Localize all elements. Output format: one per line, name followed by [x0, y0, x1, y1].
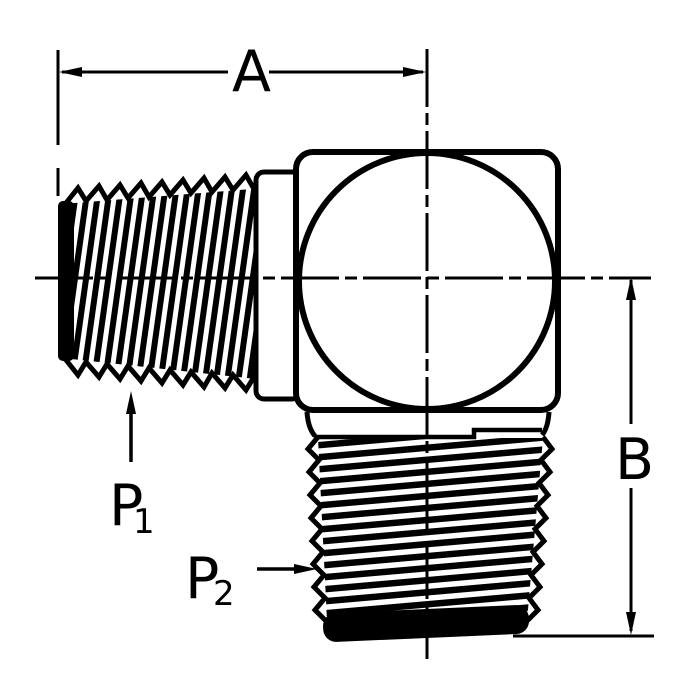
left-threaded-port: [58, 169, 303, 402]
dim-a-arrow-left-icon: [59, 67, 82, 77]
port2-label: P 2: [185, 546, 235, 614]
dim-a-label: A: [232, 39, 271, 105]
dimension-b: B: [513, 277, 654, 638]
left-port-thread-hatch: [62, 188, 265, 380]
bottom-port-left-thread-crests: [304, 435, 329, 623]
port1-arrow-icon: [126, 391, 136, 414]
bottom-port-neck-right: [540, 411, 552, 437]
port2-callout: P 2: [185, 546, 317, 614]
bottom-port-thread-hatch: [318, 438, 543, 621]
bottom-threaded-port: [304, 411, 556, 642]
dim-a-arrow-right-icon: [403, 67, 426, 77]
bottom-port-thread-runout: [314, 427, 542, 440]
port1-label: P 1: [109, 473, 155, 542]
left-port-top-thread-crests: [60, 170, 264, 208]
bottom-port-neck-left: [304, 411, 317, 438]
dimension-a: A: [56, 39, 426, 196]
dim-b-label: B: [615, 427, 654, 493]
left-port-end-face: [58, 201, 74, 361]
port1-callout: P 1: [109, 391, 155, 542]
bottom-port-right-thread-crests: [525, 435, 556, 623]
port2-arrow-icon: [294, 564, 317, 574]
left-port-bottom-thread-crests: [60, 354, 264, 395]
dim-b-arrow-up-icon: [626, 277, 636, 300]
dim-b-arrow-down-icon: [626, 612, 636, 635]
